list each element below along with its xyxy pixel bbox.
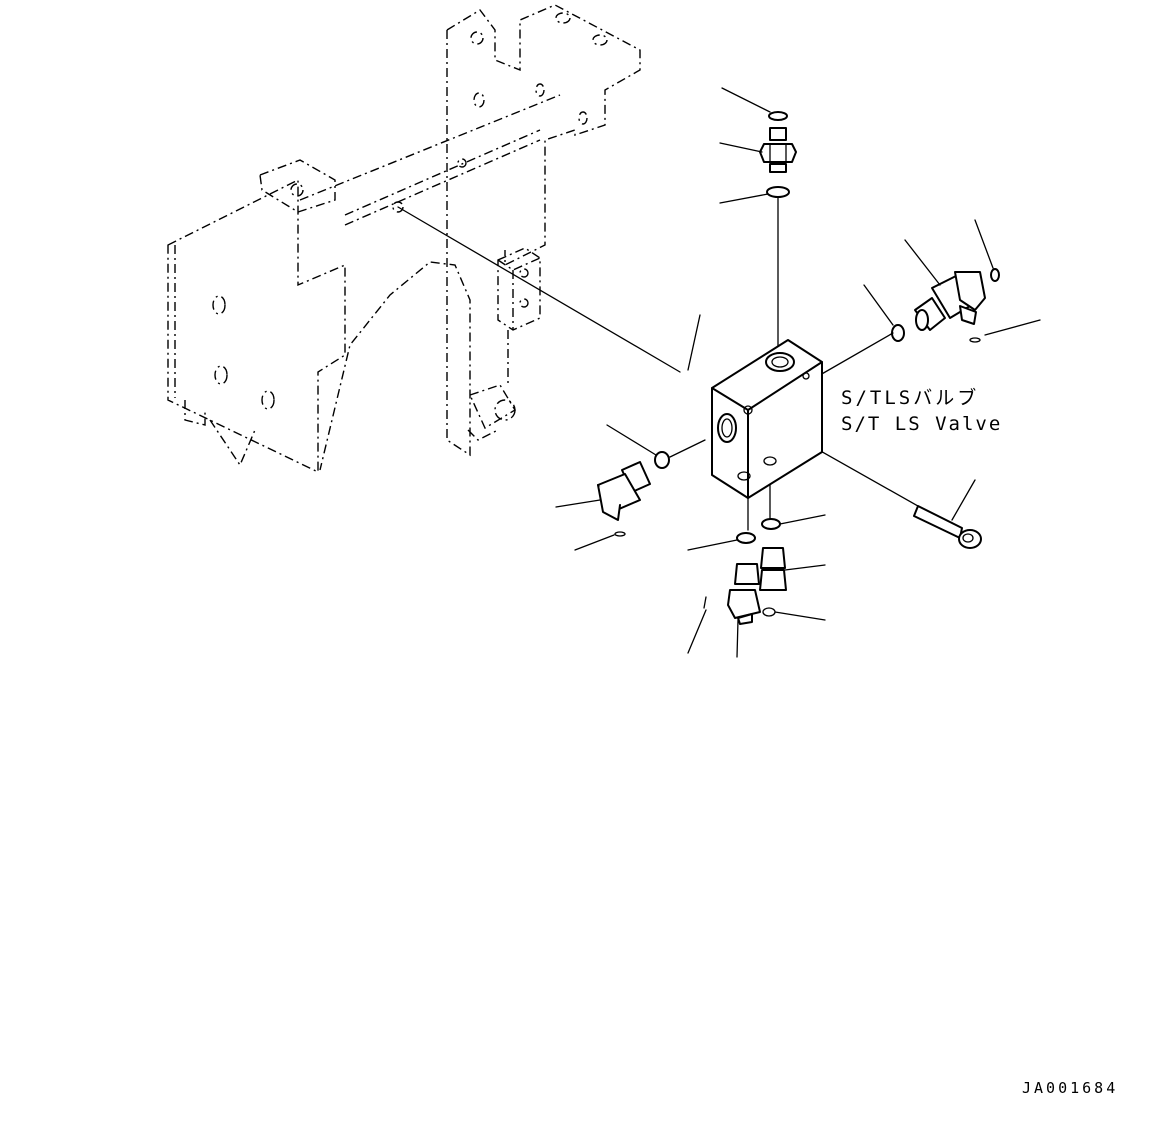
bottom-fittings <box>703 518 787 625</box>
mounting-bolt <box>913 505 982 549</box>
leader-lines <box>555 87 1041 658</box>
ls-valve-block <box>711 339 823 499</box>
right-elbow-fitting <box>891 268 1000 343</box>
valve-label-japanese: S/TLSバルブ <box>841 386 979 409</box>
mounting-bracket <box>167 4 641 474</box>
left-elbow-fitting <box>597 451 670 537</box>
assembly-lines <box>397 197 926 531</box>
valve-label-english: S/T LS Valve <box>841 413 1002 435</box>
top-fitting <box>759 111 797 198</box>
drawing-code: JA001684 <box>1022 1079 1118 1097</box>
